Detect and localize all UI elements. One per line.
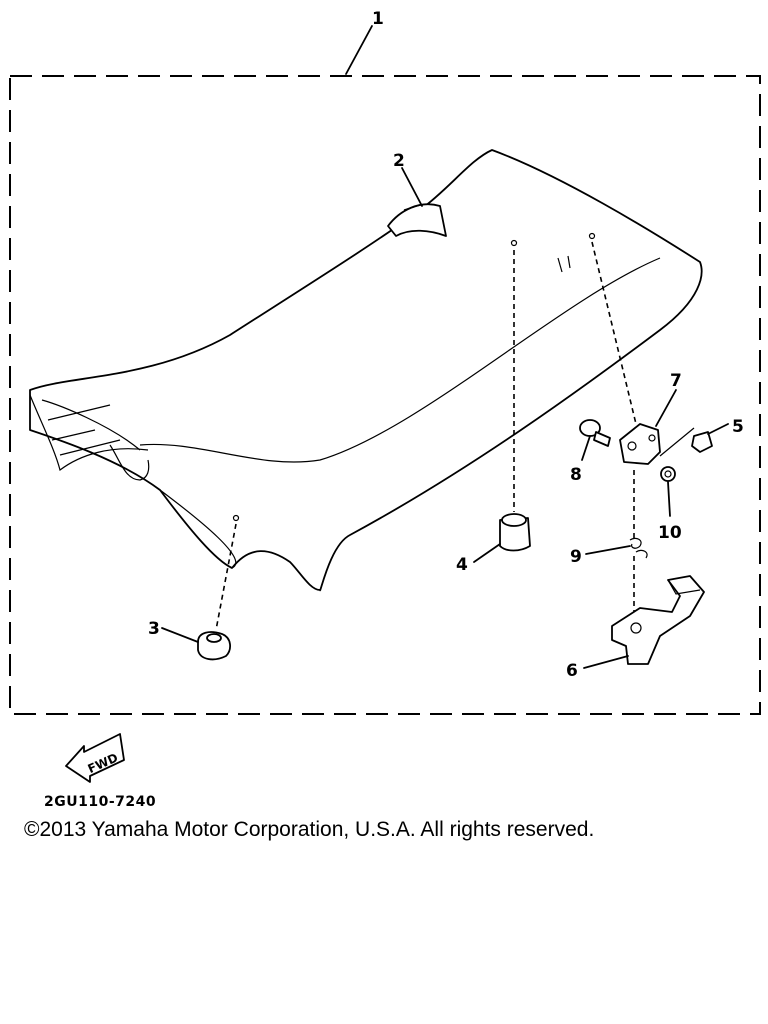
callout-4: 4 — [456, 555, 468, 575]
leader-8 — [581, 435, 591, 461]
leader-3 — [161, 627, 199, 643]
callout-8: 8 — [570, 465, 582, 485]
callout-2: 2 — [393, 151, 405, 171]
part-bolt-8 — [579, 419, 611, 447]
leader-1 — [345, 25, 373, 75]
leader-6 — [583, 655, 629, 669]
callout-6: 6 — [566, 661, 578, 681]
callout-1: 1 — [372, 9, 384, 29]
seat-exploded-diagram: 1 2 3 4 5 6 7 8 9 10 FWD — [9, 9, 761, 783]
leader-10 — [667, 481, 671, 517]
mount-line-7 — [591, 241, 637, 425]
assembly-frame — [9, 75, 761, 715]
leader-7 — [655, 389, 677, 427]
callout-7: 7 — [670, 371, 682, 391]
leader-5b — [659, 427, 695, 457]
callout-3: 3 — [148, 619, 160, 639]
leader-5 — [707, 423, 729, 435]
part-damper-3 — [197, 631, 231, 661]
mount-line-3 — [215, 523, 237, 631]
part-nut-5 — [691, 431, 713, 453]
leader-2 — [401, 167, 423, 207]
part-spring-9 — [629, 537, 648, 559]
callout-9: 9 — [570, 547, 582, 567]
leader-4 — [473, 543, 501, 563]
callout-10: 10 — [658, 523, 682, 543]
seat — [29, 149, 703, 591]
fwd-arrow-icon: FWD — [65, 733, 125, 783]
part-lock-6 — [611, 575, 705, 665]
part-code: 2GU110-7240 — [44, 794, 157, 810]
callout-5: 5 — [732, 417, 744, 437]
leader-9 — [585, 545, 631, 555]
copyright-notice: ©2013 Yamaha Motor Corporation, U.S.A. A… — [24, 818, 595, 841]
part-washer-10 — [660, 466, 676, 482]
part-damper-4 — [499, 513, 531, 552]
part-bracket-7 — [619, 423, 661, 465]
